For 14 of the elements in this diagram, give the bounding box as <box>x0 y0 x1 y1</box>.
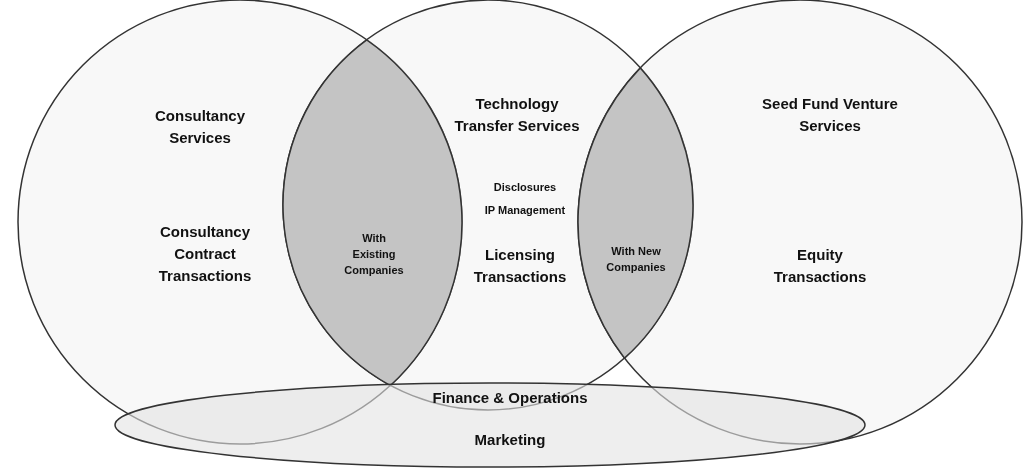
region-label: Consultancy Services <box>154 106 246 148</box>
overlap-region <box>578 67 693 358</box>
region-label: Marketing <box>473 430 547 451</box>
region-label: IP Management <box>483 203 567 219</box>
region-label: Consultancy Contract Transactions <box>157 222 253 286</box>
region-label: With Existing Companies <box>343 231 405 278</box>
venn-ellipse <box>115 383 865 467</box>
region-label: Disclosures <box>492 180 558 196</box>
region-label: Equity Transactions <box>772 245 868 287</box>
region-label: Seed Fund Venture Services <box>761 94 899 136</box>
region-label: Technology Transfer Services <box>453 94 581 136</box>
region-label: With New Companies <box>605 244 667 275</box>
region-label: Finance & Operations <box>431 388 589 409</box>
region-label: Licensing Transactions <box>472 245 568 287</box>
